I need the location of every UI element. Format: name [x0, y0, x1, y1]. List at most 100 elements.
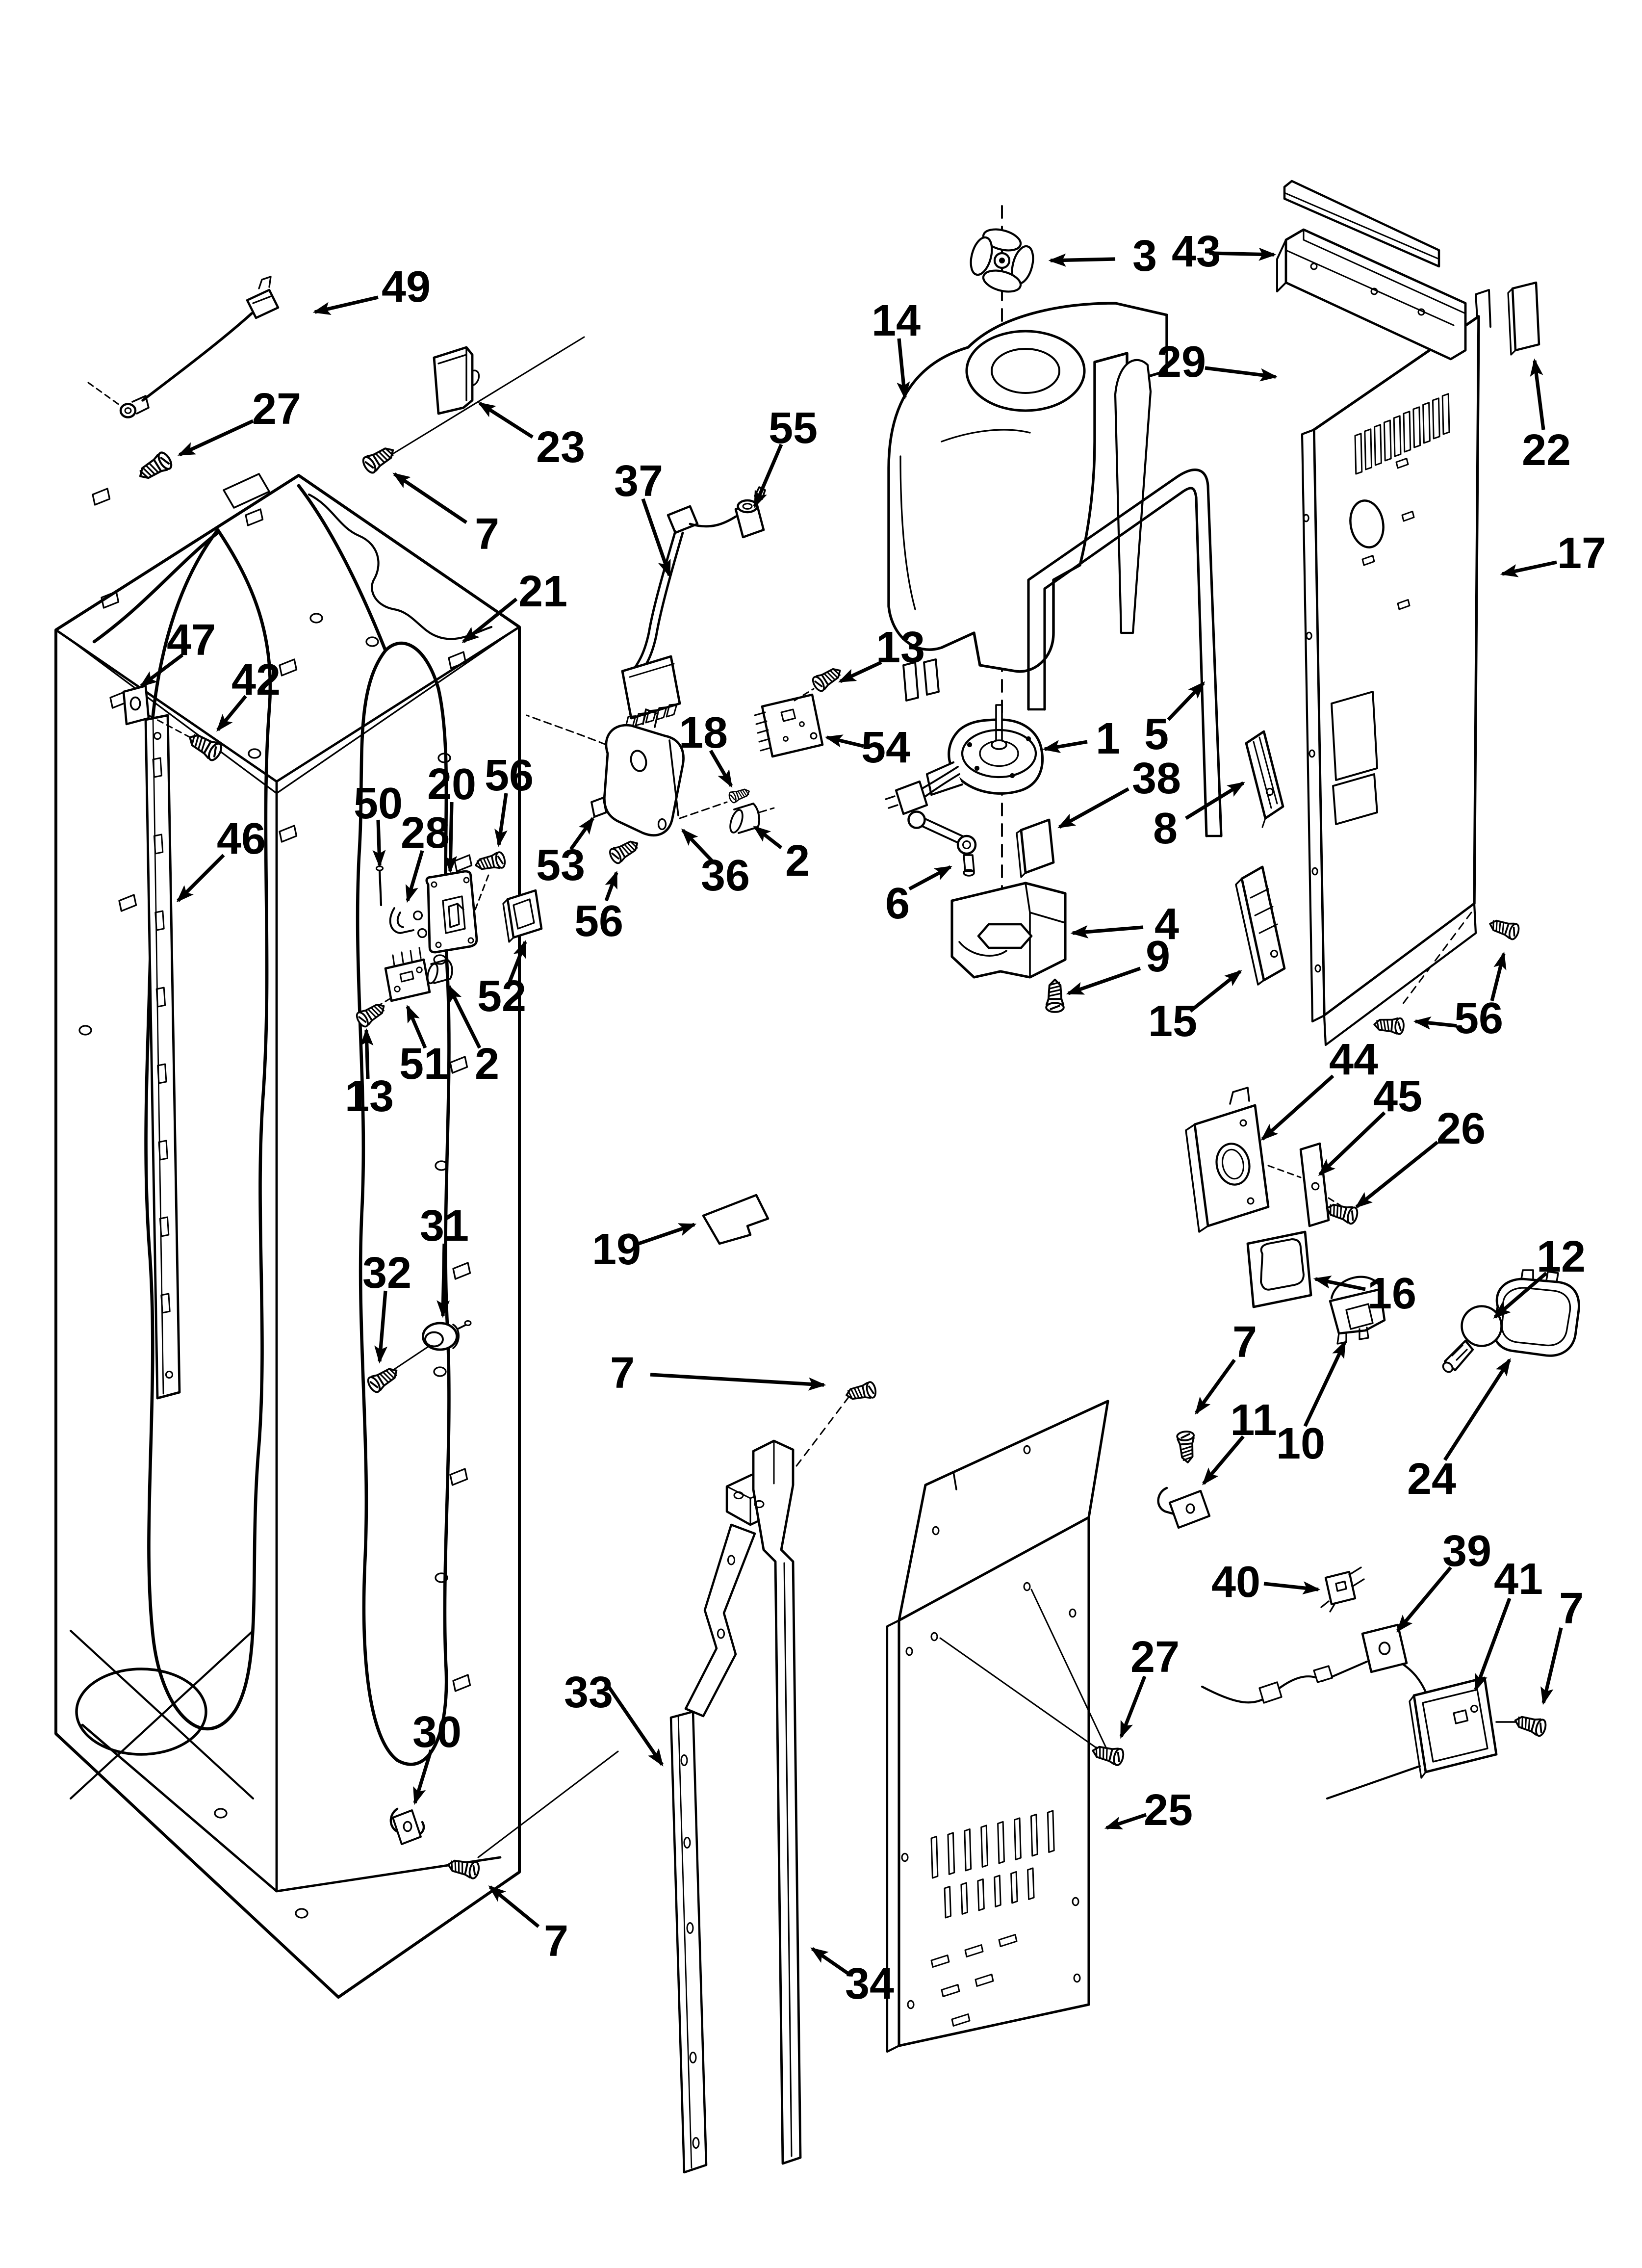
part-label-9: 9 — [1146, 932, 1170, 981]
pad-22 — [1511, 281, 1540, 352]
leader-arrow-part-49 — [312, 295, 379, 315]
leader-arrow-part-51 — [406, 1004, 427, 1049]
part-label-8: 8 — [1153, 804, 1178, 853]
motor-1-collar — [991, 739, 1007, 750]
part-label-46: 46 — [217, 814, 266, 863]
leader-arrow-part-56 — [1413, 1016, 1457, 1030]
strip-45-hole — [1311, 1182, 1320, 1191]
bracket-44-hole1 — [1239, 1119, 1247, 1127]
shroud-14-lines — [899, 429, 1031, 610]
part-label-56: 56 — [1454, 994, 1503, 1043]
pin-50 — [378, 868, 383, 907]
leader-arrow-part-13 — [360, 1028, 374, 1079]
leader-arrow-part-20 — [444, 802, 458, 874]
block-47-axis — [148, 714, 197, 741]
strap-33-block-hole1 — [733, 1491, 744, 1500]
panel-25-vents3 — [930, 1934, 1018, 2027]
leader-arrow-part-33 — [606, 1684, 664, 1767]
shroud-14-flange — [1114, 359, 1152, 634]
strap-33-arm — [684, 1523, 756, 1718]
leader-arrow-part-40 — [1263, 1581, 1321, 1595]
strap-33-long — [669, 1710, 708, 2174]
board-51-hole2 — [416, 966, 423, 973]
motor-1-dot1 — [967, 742, 973, 748]
part-label-51: 51 — [399, 1040, 448, 1089]
plate-20 — [425, 870, 478, 954]
ring-49-hole — [124, 407, 132, 414]
part-label-7: 7 — [475, 510, 499, 559]
leader-arrow-part-16 — [1313, 1276, 1366, 1291]
block-47 — [122, 684, 150, 726]
part-label-43: 43 — [1172, 227, 1221, 276]
wire-55 — [689, 515, 737, 528]
part-label-24: 24 — [1407, 1455, 1456, 1504]
leader-arrow-part-36 — [681, 828, 714, 862]
gasket-16 — [1246, 1230, 1312, 1308]
leader-arrow-part-1 — [1042, 740, 1088, 753]
leader-arrow-part-41 — [1474, 1597, 1512, 1692]
socket-10-loop — [1330, 1276, 1382, 1300]
part-label-20: 20 — [427, 760, 476, 809]
leader-arrow-part-2 — [447, 984, 482, 1049]
screw-7-strap-icon — [846, 1381, 877, 1400]
plate-20-dash — [474, 870, 491, 911]
spring-28-a — [412, 910, 423, 921]
part-label-41: 41 — [1494, 1555, 1543, 1604]
part-label-1: 1 — [1096, 714, 1120, 763]
wire-blocks — [1258, 1665, 1334, 1704]
shroud-14-tabs — [902, 658, 940, 702]
plate-20-hole3 — [467, 937, 474, 944]
part-label-22: 22 — [1522, 426, 1571, 475]
link-6-ring2 — [956, 834, 977, 855]
clip-30-hole — [403, 1821, 412, 1832]
harness-37-plug-lines — [629, 663, 675, 678]
box-52-inner — [502, 898, 535, 943]
cabinet-rim — [54, 626, 521, 1893]
gasket-5-caps — [1027, 708, 1223, 837]
board-54-dash — [794, 688, 815, 702]
leader-arrow-part-23 — [478, 401, 534, 439]
part-label-19: 19 — [592, 1225, 641, 1274]
bracket-8 — [1245, 730, 1284, 820]
part-label-12: 12 — [1537, 1232, 1586, 1281]
leader-arrow-part-43 — [1209, 247, 1277, 261]
motor-1-plug — [895, 780, 928, 815]
clip-40 — [1324, 1570, 1357, 1606]
pad-38-edge — [1016, 829, 1026, 878]
screw-56-center-icon — [609, 840, 639, 864]
part-label-17: 17 — [1557, 529, 1606, 578]
screw-32-axis — [387, 1346, 429, 1374]
leader-arrow-part-38 — [1057, 787, 1129, 829]
motor-1-dot4 — [974, 765, 980, 771]
panel-17 — [1312, 315, 1480, 1017]
leader-arrow-part-52 — [507, 939, 527, 984]
leader-arrow-part-25 — [1104, 1813, 1147, 1830]
screw-7-top-icon — [362, 447, 394, 474]
part-label-3: 3 — [1132, 232, 1157, 281]
wire-49 — [141, 312, 253, 402]
panel-17-strip-holes — [1303, 514, 1321, 973]
leader-arrow-part-27 — [1119, 1675, 1147, 1739]
clip-11 — [1157, 1486, 1177, 1516]
screw-56-panel-b-icon — [1373, 1017, 1405, 1035]
panel-25-vents2 — [944, 1867, 1035, 1919]
leader-arrow-part-54 — [824, 734, 864, 748]
leader-arrow-part-10 — [1303, 1340, 1347, 1427]
rail-46-holes — [153, 731, 174, 1379]
screw-7-bottomleft-icon — [447, 1859, 480, 1879]
panel-17-squares — [1331, 691, 1378, 825]
rail-46 — [144, 714, 181, 1400]
leader-arrow-part-37 — [641, 498, 671, 578]
panel-17-oval — [1349, 499, 1385, 548]
pad-22-edge — [1507, 287, 1516, 356]
spring-28-b — [417, 928, 428, 938]
plate-36-oval — [657, 818, 667, 831]
board-54-pins — [754, 711, 772, 752]
shroud-hub-outer — [965, 330, 1086, 412]
part-label-34: 34 — [845, 1959, 894, 2008]
strap-33-hole2 — [683, 1837, 691, 1849]
sensor-55-cap — [737, 499, 758, 514]
bracket-4-hex — [977, 923, 1033, 949]
part-label-55: 55 — [769, 404, 818, 453]
